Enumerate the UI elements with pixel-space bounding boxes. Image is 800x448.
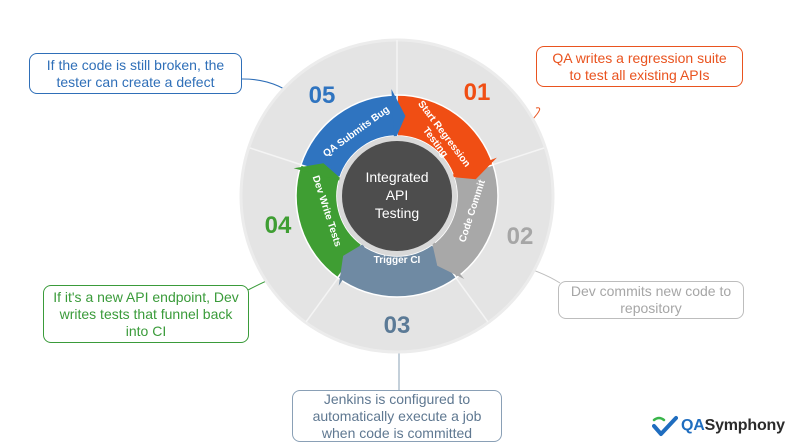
center-title-line1: Integrated	[365, 169, 428, 185]
brand-name: QASymphony	[681, 417, 785, 435]
callout-step-03-text: Jenkins is configured to automatically e…	[312, 390, 482, 441]
center-title-line2: API	[386, 187, 409, 203]
callout-step-05: If the code is still broken, the tester …	[29, 53, 242, 94]
segment-label-03: Trigger CI	[374, 255, 421, 266]
check-wave-icon	[652, 416, 678, 436]
step-segments	[295, 94, 499, 298]
step-number-03: 03	[384, 312, 411, 339]
step-number-02: 02	[507, 223, 534, 250]
connector-01	[531, 107, 541, 121]
step-number-05: 05	[309, 82, 336, 109]
step-number-04: 04	[265, 212, 292, 239]
callout-step-01-text: QA writes a regression suite to test all…	[552, 49, 727, 83]
center-disc	[342, 141, 452, 251]
arrow-02	[430, 237, 465, 280]
brand-logo: QASymphony	[652, 414, 785, 438]
callout-step-01: QA writes a regression suite to test all…	[536, 46, 743, 87]
arrow-05	[391, 89, 406, 143]
arrow-03	[338, 241, 368, 286]
brand-name-suffix: Symphony	[704, 417, 785, 434]
callout-step-02-text: Dev commits new code to repository	[570, 283, 732, 316]
callout-step-04: If it's a new API endpoint, Dev writes t…	[43, 285, 249, 343]
arrow-04	[293, 163, 345, 183]
callout-step-05-text: If the code is still broken, the tester …	[46, 56, 225, 90]
outer-ring-dividers	[249, 40, 545, 323]
center-title-line3: Testing	[375, 205, 419, 221]
step-arrows	[293, 89, 497, 286]
arrow-01	[447, 157, 497, 180]
callout-step-02: Dev commits new code to repository	[558, 281, 744, 319]
callout-step-03: Jenkins is configured to automatically e…	[292, 390, 502, 442]
step-number-01: 01	[464, 79, 491, 106]
callout-step-04-text: If it's a new API endpoint, Dev writes t…	[53, 288, 239, 339]
brand-name-prefix: QA	[681, 417, 705, 434]
